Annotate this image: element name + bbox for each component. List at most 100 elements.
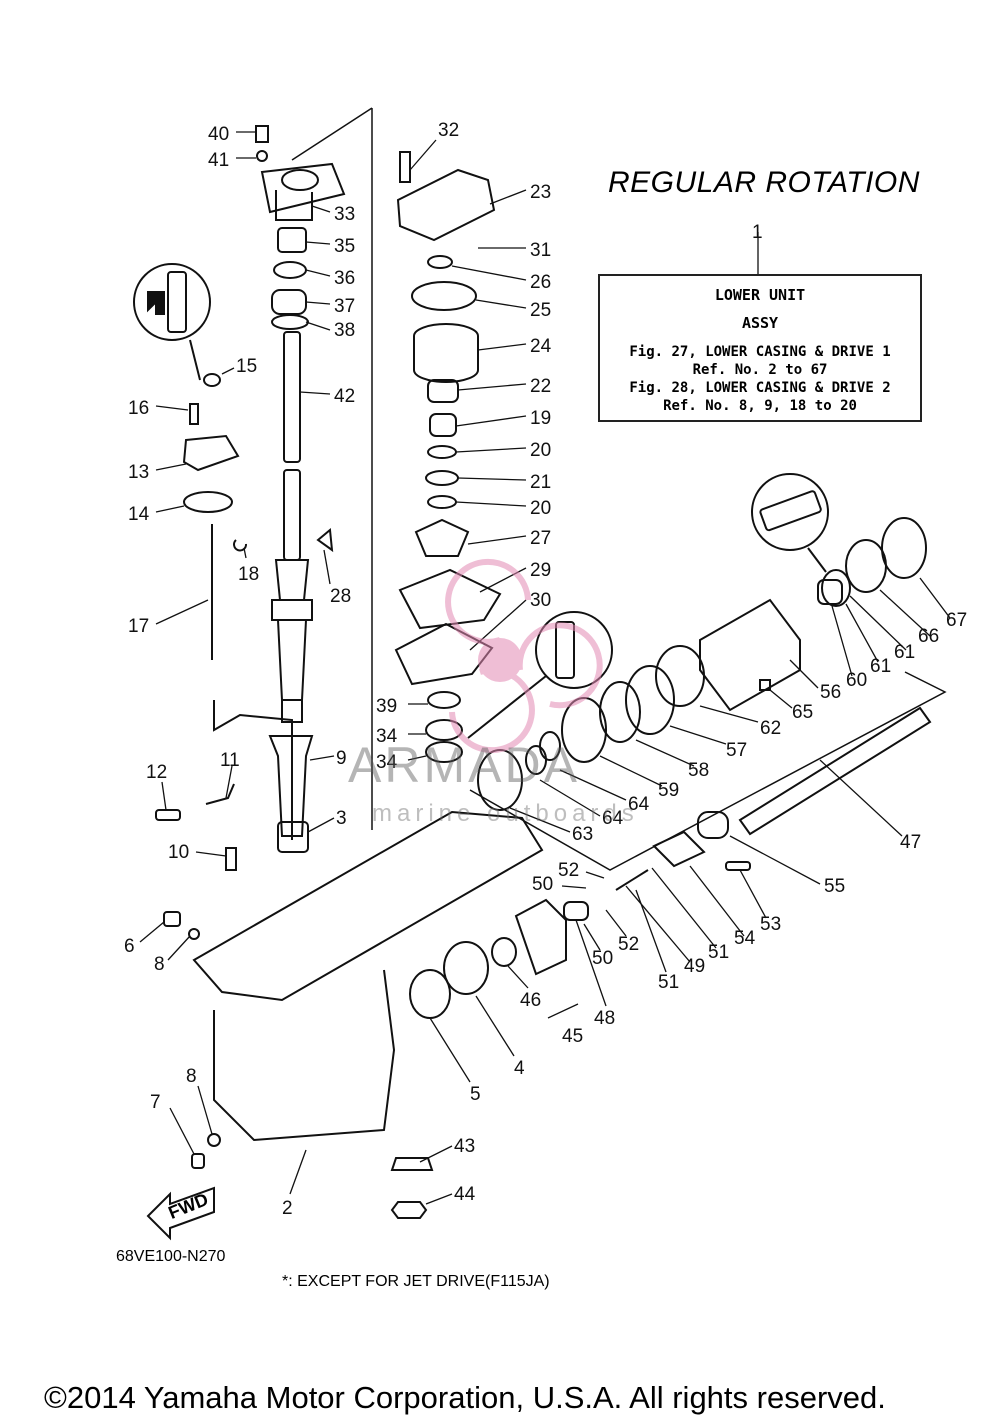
callout-14: 14 bbox=[128, 504, 150, 525]
part-20a bbox=[427, 445, 457, 459]
info-line-3: Fig. 27, LOWER CASING & DRIVE 1 bbox=[629, 344, 891, 360]
part-24 bbox=[413, 323, 479, 383]
diagram-code: 68VE100-N270 bbox=[116, 1248, 226, 1265]
part-43 bbox=[390, 1157, 434, 1171]
part-11 bbox=[205, 783, 235, 805]
part-61 bbox=[821, 569, 851, 607]
callout-20: 20 bbox=[530, 440, 551, 461]
part-33 bbox=[260, 162, 346, 221]
part-67 bbox=[881, 517, 927, 579]
callout-34: 34 bbox=[376, 752, 398, 773]
part-28 bbox=[316, 528, 334, 553]
part-54 bbox=[652, 830, 706, 868]
part-45 bbox=[514, 898, 567, 976]
part-15 bbox=[203, 373, 221, 387]
callout-22: 22 bbox=[530, 376, 551, 397]
part-57 bbox=[625, 665, 675, 735]
callout-37: 37 bbox=[334, 296, 355, 317]
callout-25: 25 bbox=[530, 300, 551, 321]
callout-64: 64 bbox=[602, 808, 624, 829]
part-6 bbox=[163, 911, 181, 927]
callout-45: 45 bbox=[562, 1026, 583, 1047]
callout-2: 2 bbox=[282, 1198, 293, 1219]
part-59 bbox=[599, 681, 641, 743]
callout-57: 57 bbox=[726, 740, 747, 761]
part-10 bbox=[225, 847, 237, 871]
guide-line-left bbox=[213, 700, 293, 840]
part-13 bbox=[182, 434, 240, 472]
callout-numbers: 4041333536373842322331262524221920212027… bbox=[124, 120, 967, 1219]
callout-20: 20 bbox=[530, 498, 551, 519]
grease-symbol-GG bbox=[751, 473, 829, 573]
callout-8: 8 bbox=[186, 1066, 197, 1087]
callout-64: 64 bbox=[628, 794, 650, 815]
shaft-frame bbox=[469, 671, 947, 871]
part-21 bbox=[425, 470, 459, 486]
callout-26: 26 bbox=[530, 272, 551, 293]
callout-33: 33 bbox=[334, 204, 355, 225]
part-29 bbox=[398, 568, 502, 630]
callout-58: 58 bbox=[688, 760, 709, 781]
callout-43: 43 bbox=[454, 1136, 475, 1157]
callout-18: 18 bbox=[238, 564, 259, 585]
part-9 bbox=[268, 735, 314, 837]
callout-41: 41 bbox=[208, 150, 229, 171]
watermark-brand: ARMADA bbox=[348, 737, 580, 793]
part-35 bbox=[277, 227, 307, 253]
callout-40: 40 bbox=[208, 124, 229, 145]
callout-46: 46 bbox=[520, 990, 541, 1011]
callout-44: 44 bbox=[454, 1184, 476, 1205]
part-47 bbox=[738, 706, 932, 836]
part-8b bbox=[207, 1133, 221, 1147]
grease-symbol-M bbox=[133, 263, 211, 381]
callout-67: 67 bbox=[946, 610, 967, 631]
part-32 bbox=[399, 151, 411, 183]
callout-60: 60 bbox=[846, 670, 867, 691]
part-53 bbox=[725, 861, 751, 871]
callout-17: 17 bbox=[128, 616, 149, 637]
callout-9: 9 bbox=[336, 748, 347, 769]
part-37 bbox=[271, 289, 307, 315]
part-22 bbox=[427, 379, 459, 403]
callout-11: 11 bbox=[220, 750, 240, 771]
part-18 bbox=[233, 539, 247, 552]
callout-51: 51 bbox=[708, 942, 729, 963]
info-line-6: Ref. No. 8, 9, 18 to 20 bbox=[663, 398, 857, 414]
callout-30: 30 bbox=[530, 590, 551, 611]
part-5 bbox=[409, 969, 451, 1019]
part-12 bbox=[155, 809, 181, 821]
part-55 bbox=[697, 811, 729, 839]
callout-1: 1 bbox=[752, 222, 763, 243]
callout-50: 50 bbox=[532, 874, 553, 895]
part-34b bbox=[425, 741, 463, 763]
callout-38: 38 bbox=[334, 320, 355, 341]
part-20b bbox=[427, 495, 457, 509]
callout-32: 32 bbox=[438, 120, 459, 141]
callout-54: 54 bbox=[734, 928, 756, 949]
copyright: ©2014 Yamaha Motor Corporation, U.S.A. A… bbox=[44, 1380, 886, 1415]
callout-21: 21 bbox=[530, 472, 551, 493]
info-line-1: LOWER UNIT bbox=[714, 286, 806, 304]
callout-34: 34 bbox=[376, 726, 398, 747]
callout-24: 24 bbox=[530, 336, 552, 357]
info-line-5: Fig. 28, LOWER CASING & DRIVE 2 bbox=[629, 380, 891, 396]
drive-shaft-42 bbox=[271, 331, 313, 723]
part-38 bbox=[271, 314, 309, 330]
callout-35: 35 bbox=[334, 236, 355, 257]
grease-symbol-LT bbox=[467, 611, 613, 739]
callout-66: 66 bbox=[918, 626, 939, 647]
callout-29: 29 bbox=[530, 560, 551, 581]
part-8a bbox=[188, 928, 200, 940]
part-4 bbox=[443, 941, 489, 995]
callout-36: 36 bbox=[334, 268, 355, 289]
callout-28: 28 bbox=[330, 586, 351, 607]
callout-59: 59 bbox=[658, 780, 679, 801]
part-7 bbox=[191, 1153, 205, 1169]
part-66 bbox=[845, 539, 887, 593]
callout-55: 55 bbox=[824, 876, 845, 897]
callout-53: 53 bbox=[760, 914, 781, 935]
part-36 bbox=[273, 261, 307, 279]
part-14 bbox=[183, 491, 233, 513]
part-26 bbox=[427, 255, 453, 269]
